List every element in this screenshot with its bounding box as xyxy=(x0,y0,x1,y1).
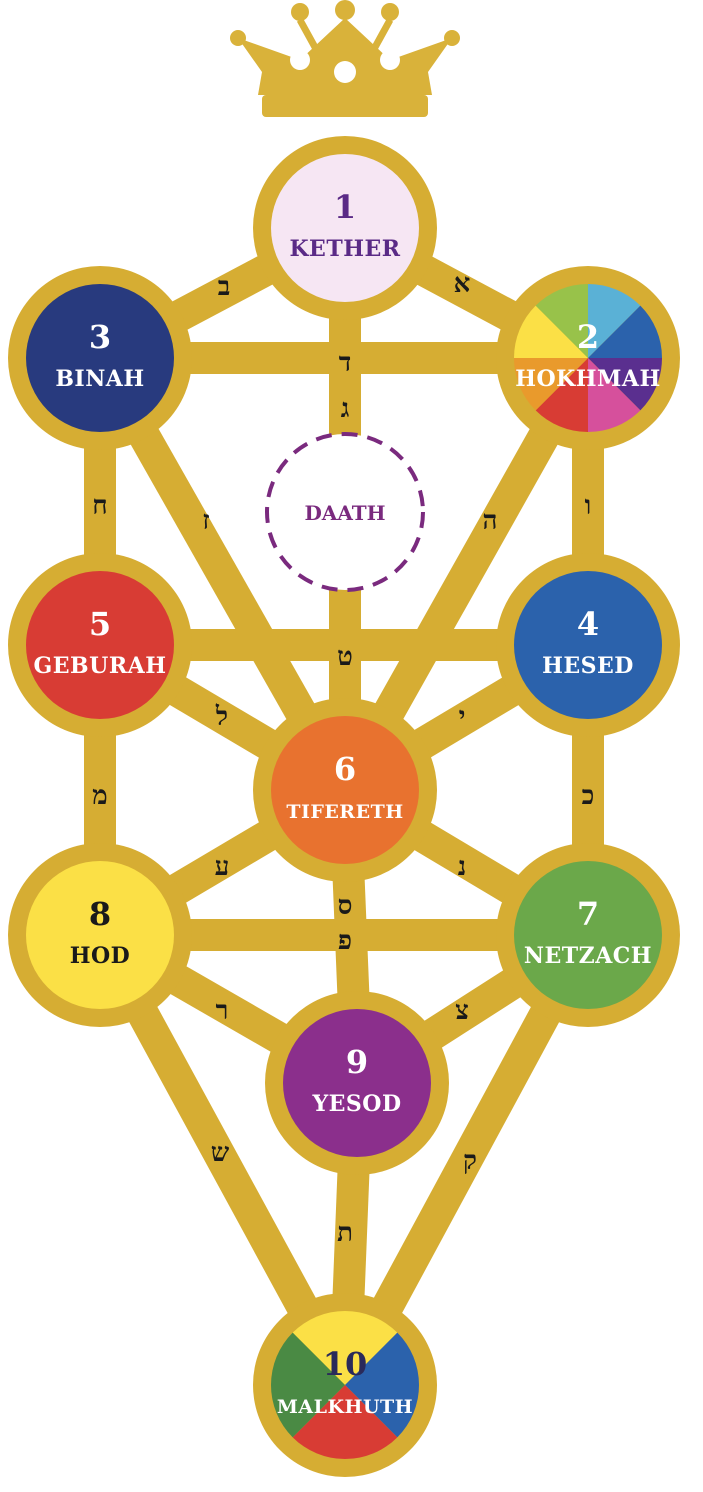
crown-jewel xyxy=(230,30,246,46)
sephirah-number: 5 xyxy=(89,605,111,643)
sephirah-number: 1 xyxy=(334,188,356,226)
daath-circle xyxy=(265,432,425,592)
path-letter: ר xyxy=(216,996,229,1026)
wheel-segment xyxy=(535,284,588,358)
path-letter: ז xyxy=(202,506,209,536)
path-letter: נ xyxy=(458,852,466,882)
sephirah-name: NETZACH xyxy=(524,943,652,969)
path-letter: ט xyxy=(337,642,353,672)
sephirah-disc xyxy=(283,1009,431,1157)
wheel-segment xyxy=(588,358,662,411)
sephirah-name: MALKHUTH xyxy=(277,1396,413,1418)
path-letter: ו xyxy=(585,491,592,521)
quarter-top xyxy=(292,1311,398,1385)
sephirah-disc xyxy=(514,571,662,719)
crown-band xyxy=(262,95,428,117)
path-letter: ה xyxy=(483,506,498,536)
crown-spike xyxy=(364,18,394,62)
path-letter: כ xyxy=(582,781,595,811)
sephirah-number: 9 xyxy=(346,1043,368,1081)
letters-layer: א ב גד ה ו ז ח ט י כ ל מ נ ס ע פ צ ק ר ש ת xyxy=(92,269,594,1248)
daath-fill xyxy=(267,434,423,590)
daath-label: DAATH xyxy=(304,501,385,525)
quarter-right xyxy=(345,1332,420,1438)
sephirah-name: KETHER xyxy=(289,236,400,262)
crown-jewel xyxy=(444,30,460,46)
sephirah-name: HOKHMAH xyxy=(515,366,661,392)
crown-jewel xyxy=(381,3,399,21)
wheel-segment xyxy=(588,305,662,358)
sephirah-name: HOD xyxy=(70,943,131,969)
sephirah-number: 3 xyxy=(89,318,111,356)
path-letter: י xyxy=(459,702,466,732)
wheel-segment xyxy=(588,284,641,358)
path-letter: ב xyxy=(218,272,231,302)
sephirah-name: YESOD xyxy=(311,1091,401,1117)
sephirah-number: 6 xyxy=(334,750,356,788)
crown-hole xyxy=(334,61,356,83)
path-letter: ל xyxy=(215,702,228,732)
crown-hole xyxy=(380,50,400,70)
path-letter: מ xyxy=(92,781,107,811)
sephirah-disc xyxy=(271,716,419,864)
sephirah-disc xyxy=(514,861,662,1009)
crown-jewel xyxy=(335,0,355,20)
sephirah-number: 8 xyxy=(89,895,111,933)
crown-body xyxy=(238,18,452,95)
path-letter: ד xyxy=(339,348,352,378)
path-letter: פ xyxy=(338,926,352,956)
wheel-segment xyxy=(514,358,588,411)
crown-spike xyxy=(296,18,326,62)
sephirah-name: GEBURAH xyxy=(34,653,167,679)
sephirah-number: 7 xyxy=(577,895,599,933)
path-letter: ש xyxy=(211,1138,230,1168)
path-letter: ק xyxy=(463,1146,477,1176)
path-letter: א xyxy=(454,269,471,299)
wheel-segment xyxy=(588,358,641,432)
daath-layer: DAATH xyxy=(265,432,425,592)
sephirah-disc xyxy=(271,154,419,302)
sephirah-name: BINAH xyxy=(55,366,144,392)
path-letter: ת xyxy=(337,1218,353,1248)
sephirah-number: 10 xyxy=(323,1345,368,1383)
sephirah-number: 4 xyxy=(577,605,599,643)
crown-icon xyxy=(230,0,460,117)
sephirah-disc xyxy=(26,861,174,1009)
quarter-left xyxy=(270,1332,345,1438)
crown-jewel xyxy=(291,3,309,21)
sephirah-name: TIFERETH xyxy=(286,801,403,823)
crown-hole xyxy=(290,50,310,70)
path-letter: ס xyxy=(338,891,353,921)
sephirah-number: 2 xyxy=(577,318,599,356)
path-letter: ע xyxy=(215,852,230,882)
quarter-bottom xyxy=(292,1385,398,1459)
path-letter: ח xyxy=(92,491,107,521)
path-letter: ג xyxy=(341,394,350,424)
sephirah-name: HESED xyxy=(542,653,634,679)
path-letter: צ xyxy=(455,996,469,1026)
wheel-segment xyxy=(535,358,588,432)
wheel-segment xyxy=(514,305,588,358)
sephirah-disc xyxy=(26,571,174,719)
sephirah-disc xyxy=(26,284,174,432)
